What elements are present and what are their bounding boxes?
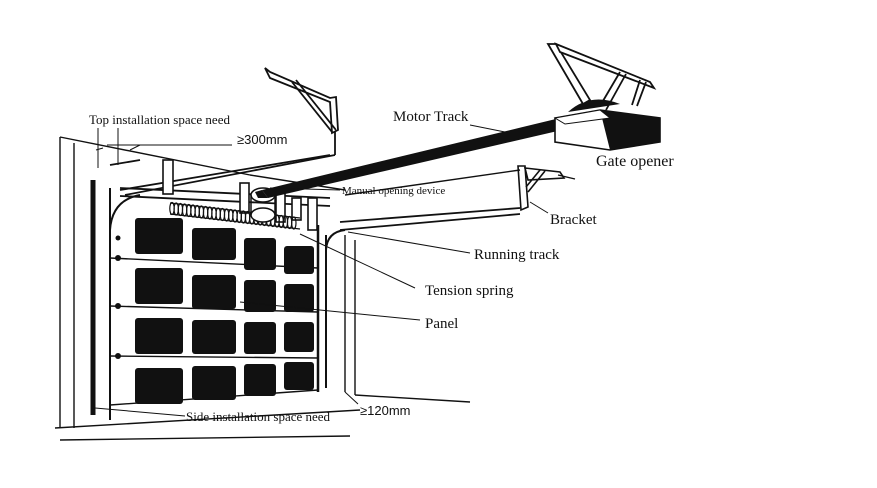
motor-track [255, 118, 562, 198]
running-track-label: Running track [474, 247, 560, 263]
spring-coil [290, 216, 297, 230]
panel-window [244, 322, 276, 354]
panel-window [284, 362, 314, 390]
motor-track-label: Motor Track [393, 109, 469, 125]
panel-window [192, 366, 236, 400]
panel-windows [135, 218, 314, 404]
top-hanger-bracket [264, 67, 339, 135]
panel-window [192, 275, 236, 309]
manual-device-label: Manual opening device [342, 185, 445, 197]
top-dimension-label: ≥300mm [237, 132, 287, 147]
running-track [109, 159, 521, 231]
callout-lines [94, 124, 549, 417]
panel-label: Panel [425, 316, 458, 332]
spring-supports [162, 159, 318, 231]
bracket-label: Bracket [550, 212, 597, 228]
panel-window [135, 318, 183, 354]
opener-hanger [546, 42, 657, 111]
side-dimension-label: ≥120mm [360, 403, 410, 418]
panel-window [135, 368, 183, 404]
panel-window [192, 228, 236, 260]
panel-window [135, 218, 183, 254]
panel-window [244, 238, 276, 270]
panel-window [244, 280, 276, 312]
side-space-label: Side installation space need [186, 409, 331, 424]
top-space-label: Top installation space need [89, 112, 230, 127]
right-bracket [517, 165, 566, 212]
panel-window [284, 322, 314, 352]
gate-opener-unit [553, 99, 661, 151]
panel-window [284, 284, 314, 312]
panel-window [192, 320, 236, 354]
hanger-rod [119, 132, 336, 196]
gate-opener-label: Gate opener [596, 153, 674, 170]
panel-window [135, 268, 183, 304]
tension-spring-label: Tension spring [425, 283, 514, 299]
panel-window [244, 364, 276, 396]
panel-window [284, 246, 314, 274]
labels: Top installation space need ≥300mm Motor… [89, 109, 674, 424]
tension-spring [169, 201, 301, 230]
door-panel-hinges [115, 235, 121, 359]
room-walls [54, 136, 471, 441]
right-ceiling [344, 169, 576, 196]
